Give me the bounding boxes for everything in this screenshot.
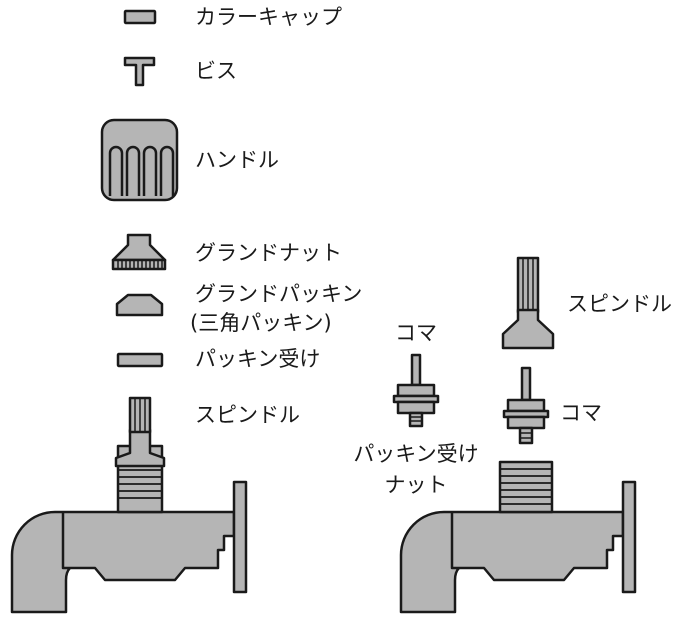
koma-right-part [502, 366, 550, 445]
right-faucet-body [399, 460, 637, 614]
gland-packing-part [115, 293, 164, 317]
gland-nut-part [111, 233, 167, 271]
spindle-right-part [501, 256, 555, 350]
label-spindle-right: スピンドル [567, 292, 672, 316]
color-cap-part [123, 9, 157, 25]
handle-part [100, 118, 179, 202]
screw-part [123, 56, 156, 87]
label-koma-right: コマ [560, 401, 602, 425]
koma-upper-part [392, 353, 440, 428]
label-spindle-left: スピンドル [195, 403, 300, 427]
label-packing-seat-nut-1: パッキン受け [353, 442, 479, 466]
packing-seat-part [116, 352, 164, 368]
label-packing-seat: パッキン受け [195, 347, 321, 371]
label-color-cap: カラーキャップ [195, 5, 342, 29]
left-faucet-body [10, 444, 248, 614]
label-handle: ハンドル [195, 148, 279, 172]
left-spindle-part [114, 396, 166, 468]
label-gland-packing-1: グランドパッキン [195, 282, 363, 306]
label-packing-seat-nut-2: ナット [384, 473, 448, 497]
label-screw: ビス [195, 59, 237, 83]
label-gland-nut: グランドナット [195, 241, 342, 265]
label-gland-packing-2: (三角パッキン) [190, 311, 332, 335]
label-koma-upper: コマ [395, 321, 437, 345]
